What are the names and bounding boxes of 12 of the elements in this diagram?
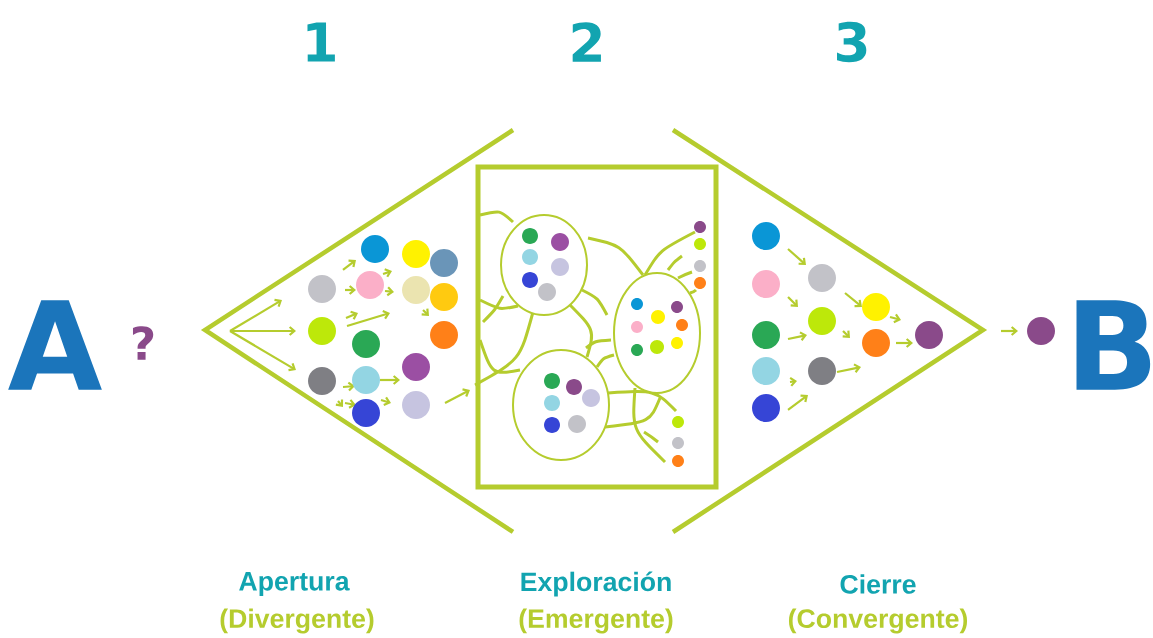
letter-label: B	[1076, 300, 1151, 390]
phase-subtitle: (Convergente)	[788, 608, 968, 634]
question-mark: ?	[133, 326, 154, 360]
phase-title: Cierre	[840, 574, 916, 594]
step-number: 2	[572, 22, 601, 62]
step-number: 1	[307, 22, 335, 62]
letter-label: A	[8, 300, 102, 390]
phase-title: Apertura	[239, 572, 350, 596]
phase-subtitle: (Emergente)	[519, 608, 673, 634]
step-number: 3	[837, 21, 867, 63]
phase-subtitle: (Divergente)	[220, 608, 374, 634]
phase-title: Exploración	[521, 571, 671, 597]
